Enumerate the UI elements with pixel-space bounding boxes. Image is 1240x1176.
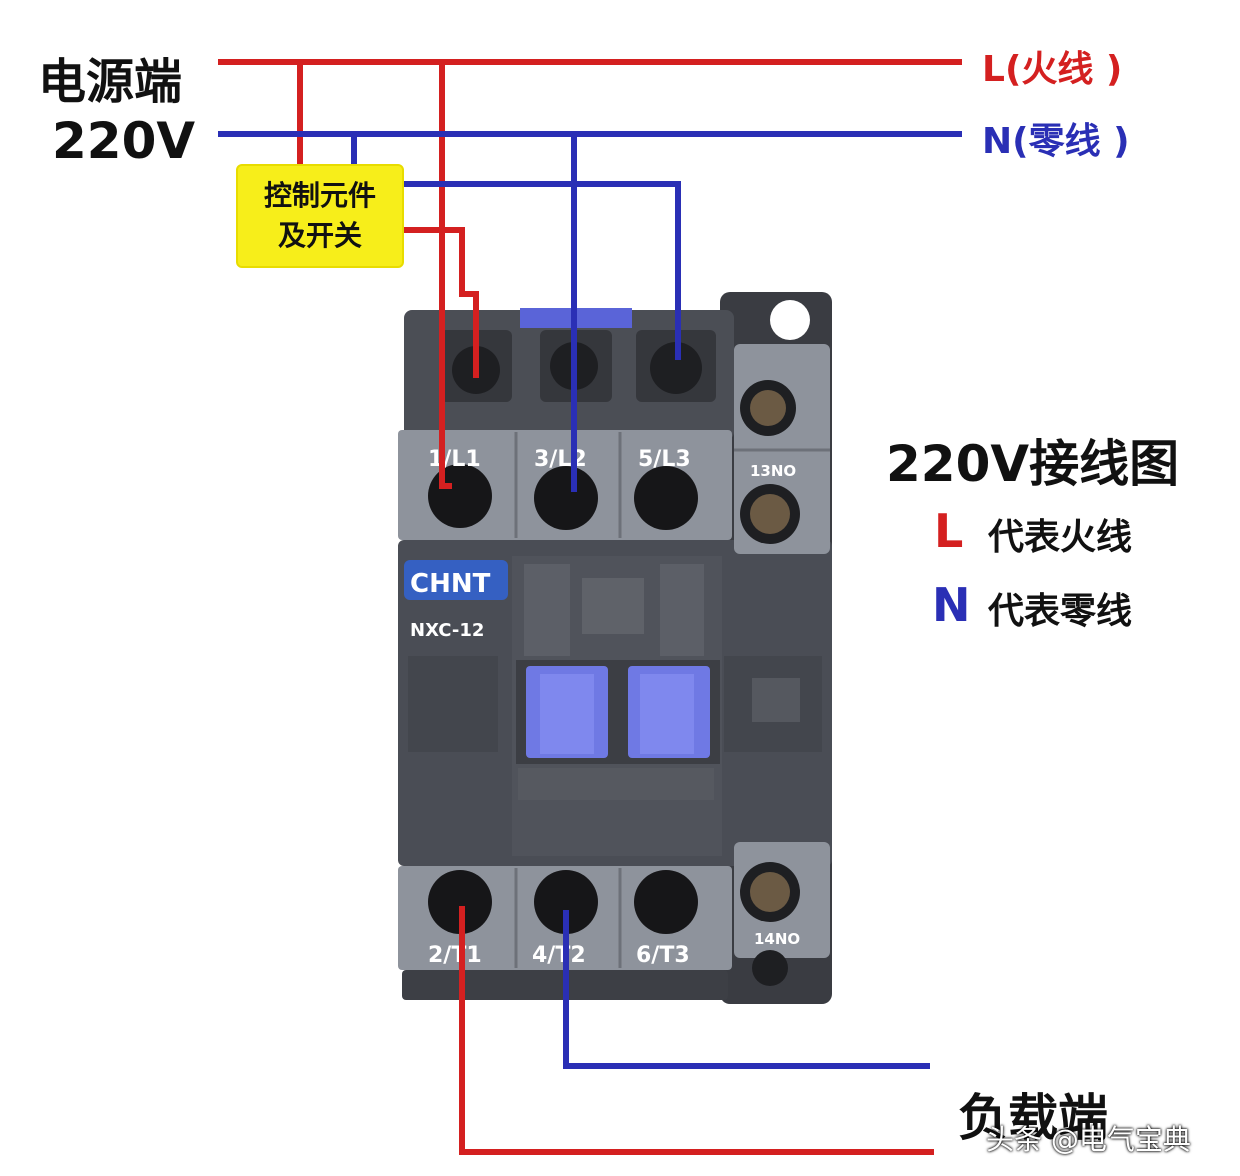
terminal-label-6-t3: 6/T3 (636, 943, 690, 968)
terminal-label-3-l2: 3/L2 (534, 447, 587, 472)
diagram-title: 220V接线图 (886, 435, 1180, 493)
load-side-title: 负载端 (958, 1089, 1108, 1147)
live-line-label: L(火线 ) (982, 49, 1123, 90)
aux-label-14no: 14NO (754, 930, 800, 948)
neutral-wires (218, 131, 962, 1069)
model-label: NXC-12 (410, 620, 484, 641)
terminal-label-1-l1: 1/L1 (428, 447, 481, 472)
legend-neutral-text: 代表零线 (988, 591, 1133, 632)
terminal-label-4-t2: 4/T2 (532, 943, 586, 968)
terminal-label-2-t1: 2/T1 (428, 943, 482, 968)
aux-label-13no: 13NO (750, 462, 796, 480)
control-to-coil-a2 (402, 181, 681, 360)
terminal-label-5-l3: 5/L3 (638, 447, 691, 472)
power-source-title: 电源端 (38, 54, 183, 110)
control-box-line2: 及开关 (277, 219, 362, 252)
neutral-line-label: N(零线 ) (982, 121, 1130, 162)
control-element-box: 控制元件 及开关 (236, 164, 404, 268)
contactor (398, 292, 832, 1004)
live-to-l1 (439, 62, 452, 489)
control-box-line1: 控制元件 (263, 179, 376, 212)
legend-live-text: 代表火线 (988, 517, 1133, 558)
control-return-to-coil (402, 227, 479, 378)
brand-logo: CHNT (410, 569, 491, 599)
load-neutral-line (563, 910, 930, 1069)
live-wires (218, 59, 962, 1155)
legend-live-key: L (934, 504, 964, 558)
power-source-voltage: 220V (52, 112, 196, 170)
load-live-line (459, 906, 934, 1155)
legend-neutral-key: N (932, 578, 971, 632)
watermark: 头条 @电气宝典 (986, 1123, 1191, 1156)
